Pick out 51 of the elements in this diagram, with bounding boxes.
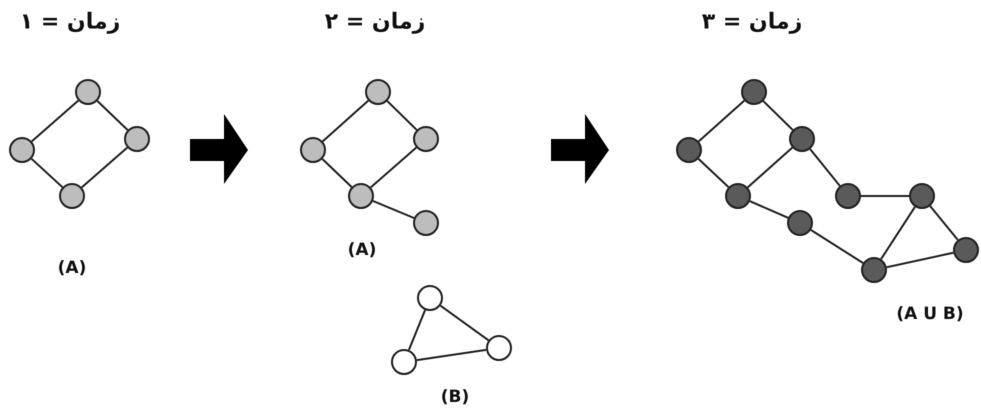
edge-line [322,158,352,188]
graph-label: (B) [440,387,470,407]
graph-vertex [835,183,861,209]
time-heading: زمان = ۳ [702,10,802,34]
edge-line [698,100,745,142]
edge-line [30,158,64,188]
edge-line [750,200,788,219]
graph-vertex [300,137,326,163]
graph-vertex [413,126,439,152]
graph-vertex [953,237,979,263]
edge-line [416,348,486,362]
edge-line [809,148,841,187]
graph-vertex [676,137,702,163]
time-heading: زمان = ۱ [20,10,120,34]
graph-vertex [725,183,751,209]
graph-vertex [417,285,443,311]
edge-line [747,146,793,188]
graph-vertex [124,126,150,152]
edge-line [929,205,959,241]
graph-vertex [59,183,85,209]
edge-line [96,100,128,131]
graph-vertex [486,335,512,361]
graph-vertex [365,79,391,105]
edge-line [762,100,794,131]
edge-line [81,146,128,188]
edge-line [698,158,730,188]
edge-line [440,304,490,342]
edge-line [861,195,909,197]
edge-line [31,100,79,142]
graph-vertex [391,349,417,375]
graph-vertex [787,210,813,236]
graph-label: (A U B) [896,304,964,324]
graph-vertex [75,79,101,105]
time-heading: زمان = ۲ [324,10,426,34]
graph-vertex [348,183,374,209]
graph-vertex [413,210,439,236]
graph-vertex [789,126,815,152]
graph-label: (A) [58,258,86,278]
edge-line [372,200,414,219]
graph-vertex [9,137,35,163]
edge-line [386,100,418,131]
edge-line [408,310,426,350]
graph-label: (A) [348,240,376,260]
graph-vertex [741,79,767,105]
edge-line [886,252,954,268]
edge-line [810,229,864,264]
edge-line [880,206,916,260]
graph-vertex [909,183,935,209]
edge-line [322,100,369,142]
edge-line [370,146,417,188]
graph-vertex [861,257,887,283]
